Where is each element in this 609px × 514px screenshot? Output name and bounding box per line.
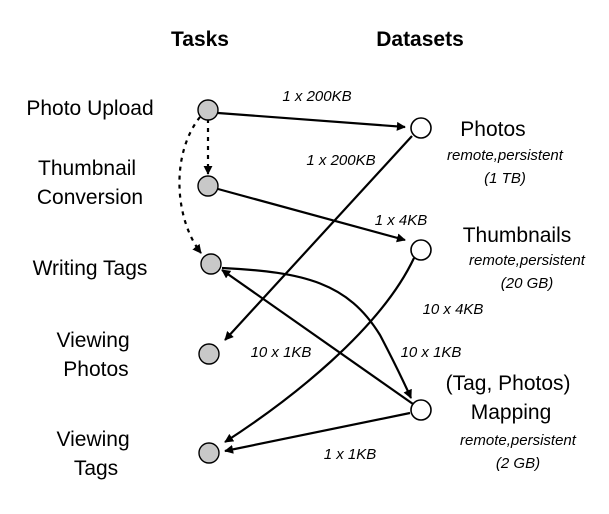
task-node-viewing-tags	[198, 442, 220, 464]
datasets-header: Datasets	[376, 28, 464, 51]
dataset-size-mapping: (2 GB)	[496, 455, 540, 472]
edge-photos-to-viewing-photos	[224, 135, 413, 341]
dataset-size-thumbnails: (20 GB)	[501, 275, 554, 292]
edge-label-writing-to-mapping: 10 x 1KB	[401, 344, 462, 361]
edge-mapping-to-writing-tags	[221, 269, 414, 405]
dataset-attrs-thumbnails: remote,persistent	[469, 252, 586, 269]
edge-label-upload-to-photos: 1 x 200KB	[282, 88, 351, 105]
dataset-name-photos: Photos	[460, 118, 525, 141]
task-label-photo-upload: Photo Upload	[26, 97, 153, 120]
dataset-attrs-mapping: remote,persistent	[460, 432, 577, 449]
dataset-node-thumbnails	[410, 239, 432, 261]
dataset-size-photos: (1 TB)	[484, 170, 526, 187]
edge-label-thumbnails-to-viewing: 10 x 4KB	[423, 301, 484, 318]
dataset-node-mapping	[410, 399, 432, 421]
task-node-viewing-photos	[198, 343, 220, 365]
dataset-name-mapping: (Tag, Photos) Mapping	[446, 372, 577, 424]
dataset-attrs-photos: remote,persistent	[447, 147, 564, 164]
edge-thumbconv-to-thumbnails	[217, 187, 406, 243]
edge-label-mapping-to-viewing-tags: 1 x 1KB	[324, 446, 377, 463]
task-label-thumbnail-conversion: Thumbnail Conversion	[37, 157, 143, 209]
task-label-viewing-tags: Viewing Tags	[56, 428, 135, 480]
task-label-writing-tags: Writing Tags	[33, 257, 148, 280]
task-node-photo-upload	[197, 99, 219, 121]
edge-thumbnails-to-viewing-tags	[224, 257, 415, 443]
edge-mapping-to-viewing-tags	[224, 411, 411, 454]
task-node-writing-tags	[200, 253, 222, 275]
task-node-thumbnail-conversion	[197, 175, 219, 197]
dataset-name-thumbnails: Thumbnails	[463, 224, 572, 247]
task-label-viewing-photos: Viewing Photos	[56, 329, 135, 381]
edge-label-photos-to-viewing: 1 x 200KB	[306, 152, 375, 169]
dataset-node-photos	[410, 117, 432, 139]
edge-label-mapping-to-viewing-photos: 10 x 1KB	[251, 344, 312, 361]
edge-label-thumbconv-to-thumbnails: 1 x 4KB	[375, 212, 428, 229]
edge-upload-to-photos	[217, 111, 406, 131]
edge-writing-to-mapping	[221, 266, 413, 399]
dashed-upload-to-writing-tags	[178, 116, 202, 254]
tasks-header: Tasks	[171, 28, 229, 51]
